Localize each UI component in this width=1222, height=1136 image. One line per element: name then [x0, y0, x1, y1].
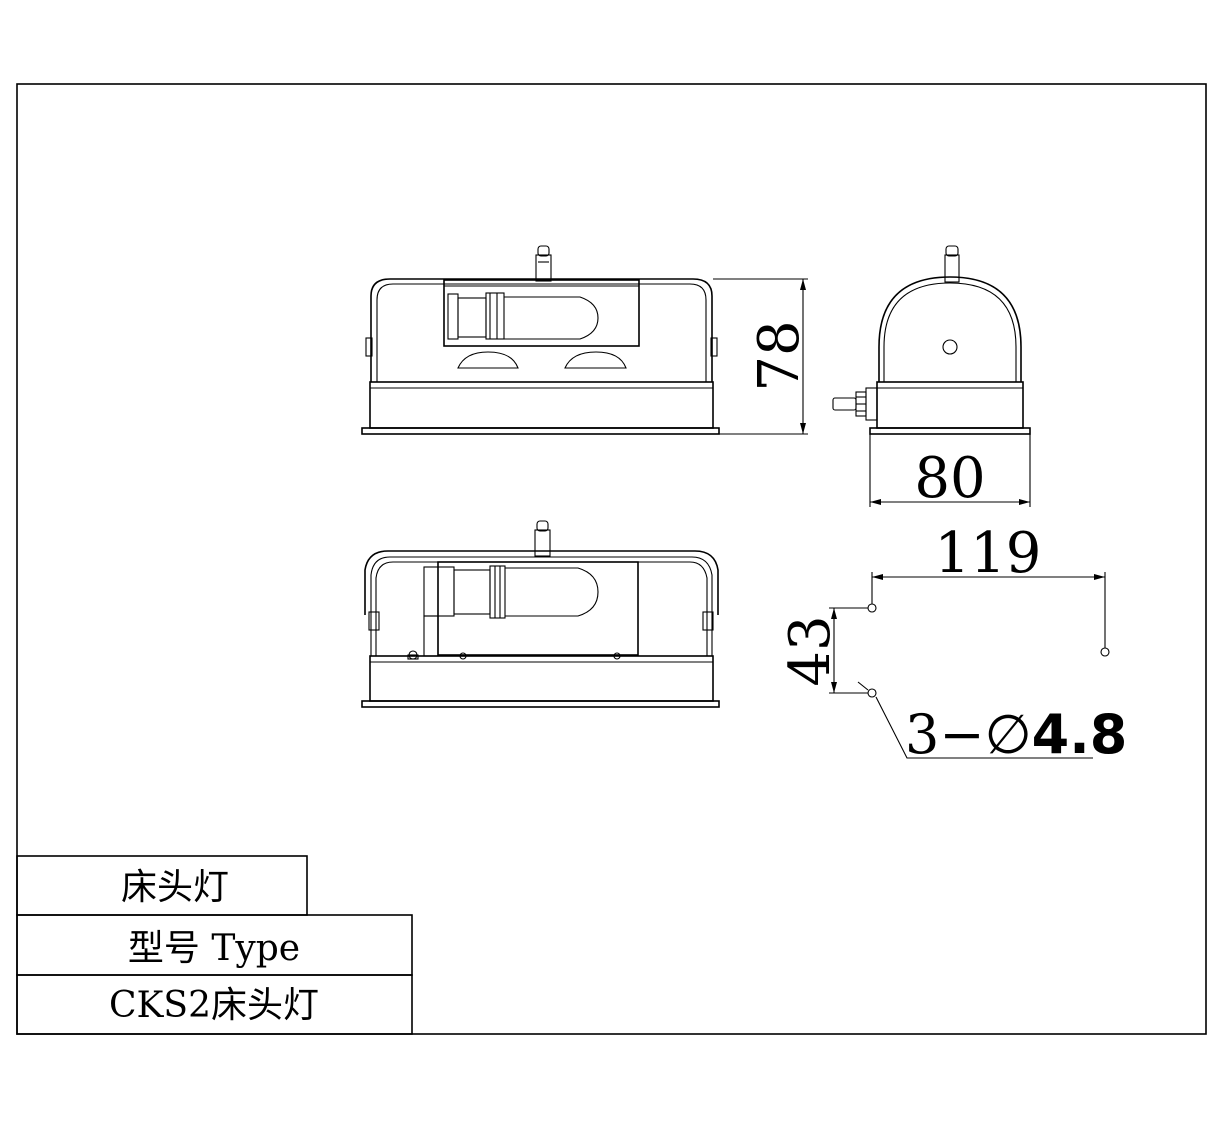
drawing-frame [16, 83, 1207, 1035]
dimension-hole-spacing-v: 43 [778, 615, 843, 686]
title-block-model-label: 型号 Type [128, 928, 300, 969]
hole-spec-label: 3−∅4.8 [905, 703, 1127, 766]
dimension-hole-spacing-h: 119 [935, 521, 1042, 586]
dimension-height: 78 [713, 278, 812, 435]
dimension-width-label: 80 [914, 446, 985, 511]
title-block-name: 床头灯 [121, 867, 229, 908]
hole-pattern: 119 43 3−∅4.8 [778, 521, 1127, 766]
front-view [361, 245, 720, 435]
section-view [361, 520, 720, 708]
dimension-width: 80 [869, 434, 1031, 511]
side-view [832, 245, 1031, 435]
mounting-hole [1100, 647, 1110, 657]
dimension-height-label: 78 [747, 320, 812, 391]
hole-spec-prefix: 3−∅ [905, 703, 1032, 766]
hole-spec-value: 4.8 [1032, 703, 1128, 766]
mounting-hole [867, 603, 877, 613]
mounting-hole [867, 688, 877, 698]
title-block-model-value: CKS2床头灯 [109, 985, 319, 1026]
title-block: 床头灯 型号 Type CKS2床头灯 [16, 855, 413, 1035]
